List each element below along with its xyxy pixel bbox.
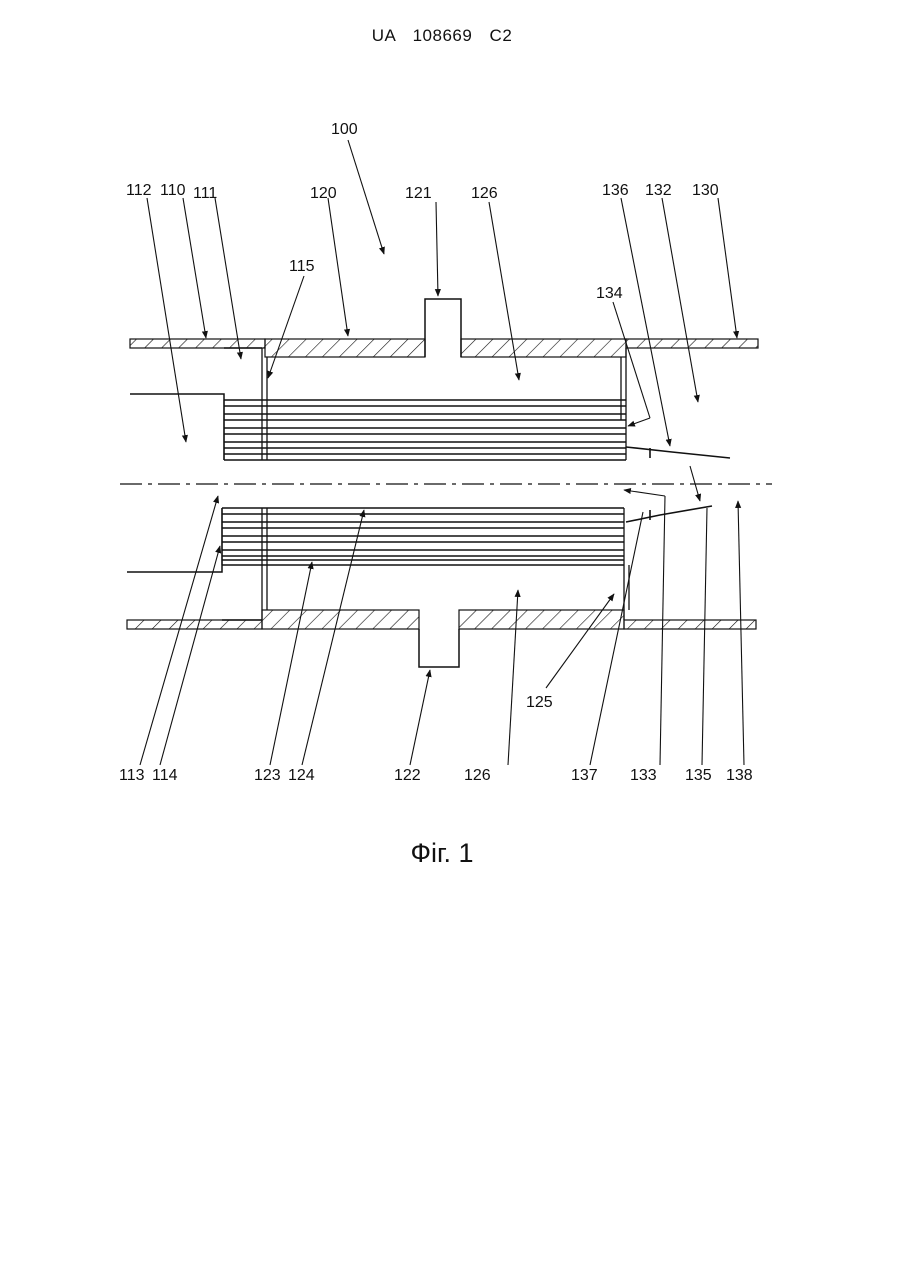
label-121: 121 bbox=[405, 185, 432, 202]
lower-tube-bundle bbox=[222, 508, 624, 565]
leader-lines bbox=[140, 140, 744, 765]
outlet-cone bbox=[626, 447, 730, 522]
label-123: 123 bbox=[254, 767, 281, 784]
label-100: 100 bbox=[331, 121, 358, 138]
label-110: 110 bbox=[160, 182, 186, 199]
upper-tube-bundle bbox=[224, 400, 626, 460]
label-137: 137 bbox=[571, 767, 598, 784]
bottom-nozzle bbox=[419, 629, 459, 667]
label-126-top: 126 bbox=[471, 185, 498, 202]
label-122: 122 bbox=[394, 767, 421, 784]
label-132: 132 bbox=[645, 182, 672, 199]
label-112: 112 bbox=[126, 182, 152, 199]
label-135: 135 bbox=[685, 767, 712, 784]
label-126-bottom: 126 bbox=[464, 767, 491, 784]
bottom-wall bbox=[127, 610, 756, 629]
label-113: 113 bbox=[119, 767, 145, 784]
label-111: 111 bbox=[193, 185, 217, 202]
figure-caption: Фіг. 1 bbox=[0, 838, 884, 869]
label-125: 125 bbox=[526, 694, 553, 711]
label-138: 138 bbox=[726, 767, 753, 784]
label-114: 114 bbox=[152, 767, 178, 784]
label-134: 134 bbox=[596, 285, 623, 302]
label-124: 124 bbox=[288, 767, 315, 784]
label-120: 120 bbox=[310, 185, 337, 202]
label-136: 136 bbox=[602, 182, 629, 199]
label-115: 115 bbox=[289, 258, 315, 275]
top-nozzle bbox=[425, 299, 461, 357]
label-130: 130 bbox=[692, 182, 719, 199]
label-133: 133 bbox=[630, 767, 657, 784]
